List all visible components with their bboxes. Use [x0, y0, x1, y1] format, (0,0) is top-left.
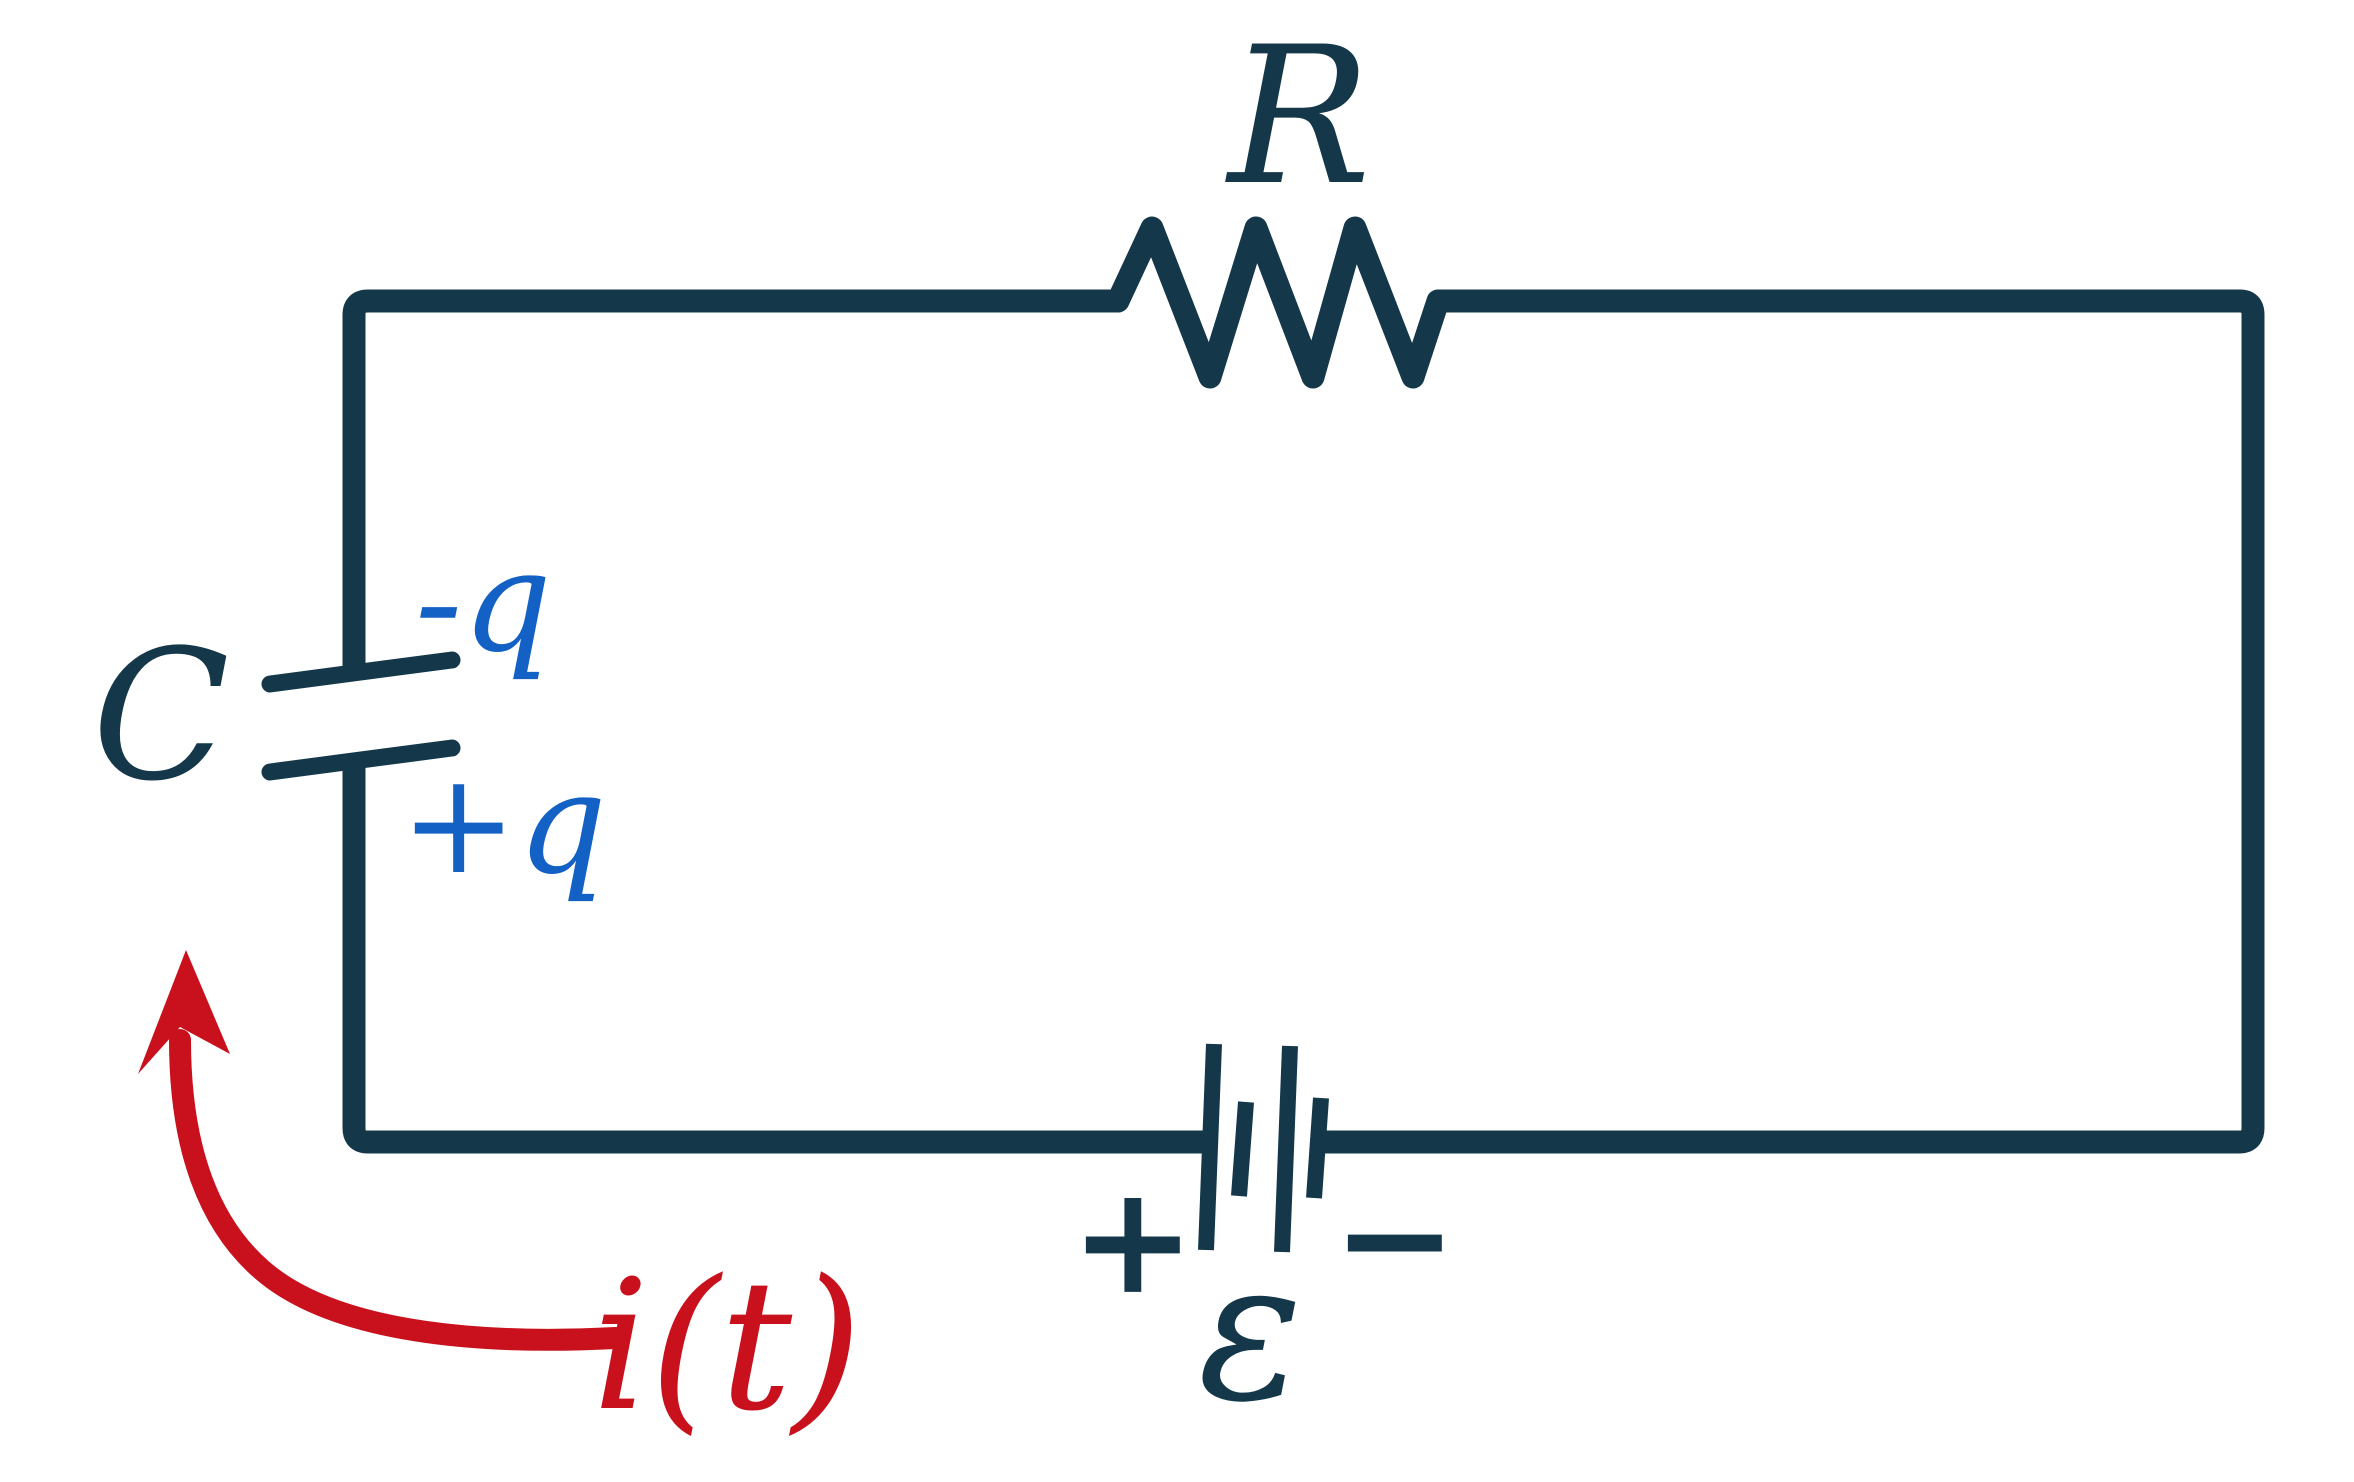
emf-label: ε: [1198, 1217, 1303, 1444]
circuit-wire-bottom-left: [342, 754, 1217, 1154]
current-arrow-shaft: [169, 1029, 626, 1351]
current-label: i(t): [592, 1242, 862, 1451]
battery-plate-short-1: [1231, 1101, 1254, 1197]
battery-negative-label: −: [1332, 1150, 1458, 1326]
charge-positive-label: +q: [400, 743, 607, 906]
capacitor-bottom-plate: [261, 739, 461, 781]
circuit-wire-top-right: [342, 216, 2265, 1154]
capacitor-label: C: [92, 612, 230, 821]
current-arrowhead: [138, 950, 230, 1074]
resistor-label: R: [1225, 6, 1371, 227]
battery-plate-long-2: [1274, 1045, 1298, 1253]
battery-plate-short-2: [1306, 1097, 1329, 1199]
battery-positive-label: +: [1070, 1152, 1196, 1328]
battery-plate-long-1: [1198, 1043, 1222, 1251]
charge-negative-label: -q: [415, 521, 552, 684]
capacitor-top-plate: [261, 651, 461, 693]
